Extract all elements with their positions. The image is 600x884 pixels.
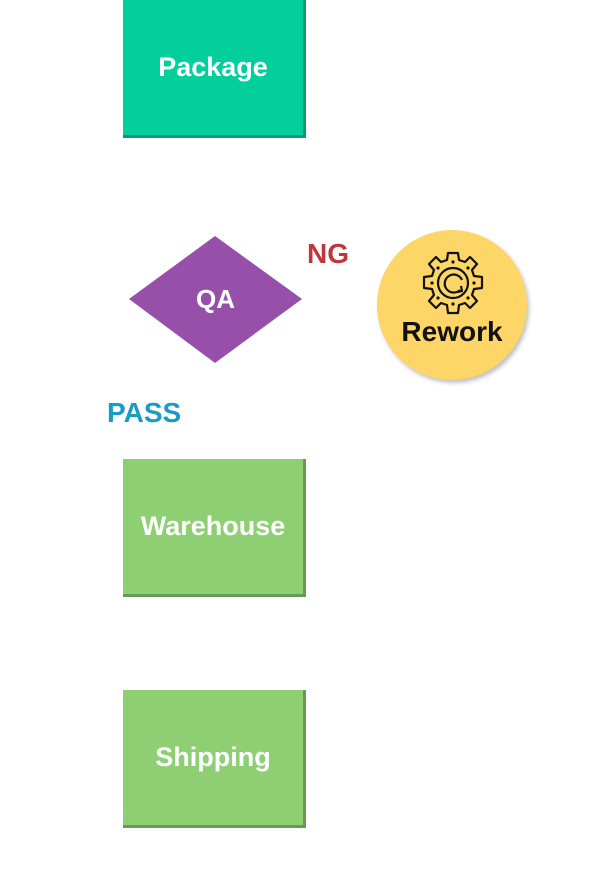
- rework-label: Rework: [401, 316, 503, 347]
- shipping-node: Shipping: [123, 690, 306, 828]
- qa-label: QA: [196, 284, 235, 314]
- package-label: Package: [158, 52, 268, 82]
- gear-refresh-icon: [422, 251, 484, 315]
- shipping-label: Shipping: [155, 742, 271, 772]
- diamond-shape: [129, 236, 302, 363]
- warehouse-node: Warehouse: [123, 459, 306, 597]
- pass-label: PASS: [107, 397, 182, 428]
- warehouse-label: Warehouse: [140, 511, 286, 541]
- rework-node: Rework: [377, 230, 527, 380]
- package-node: Package: [123, 0, 306, 138]
- qa-decision-node: QA: [129, 236, 302, 363]
- ng-label: NG: [307, 238, 349, 269]
